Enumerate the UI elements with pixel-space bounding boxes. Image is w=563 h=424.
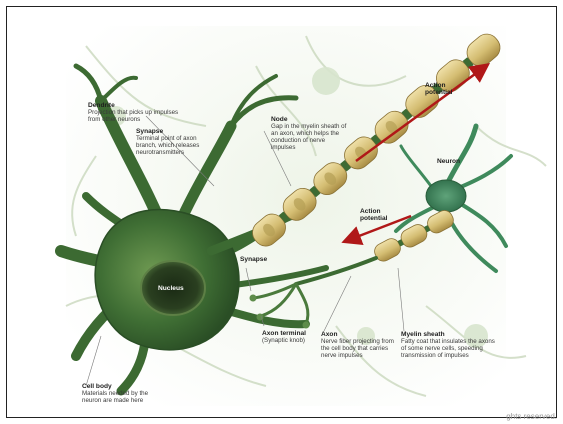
label-neuron: Neuron bbox=[437, 158, 460, 165]
label-synapse-top-title: Synapse bbox=[136, 128, 210, 135]
label-cell-body: Cell body Materials needed by the neuron… bbox=[82, 383, 152, 404]
label-action-potential-top-title: Action potential bbox=[425, 82, 465, 96]
copyright-text: ghts reserved. bbox=[506, 412, 557, 421]
label-dendrite-title: Dendrite bbox=[88, 102, 180, 109]
label-axon-terminal-desc: (Synaptic knob) bbox=[262, 337, 305, 344]
label-node-desc: Gap in the myelin sheath of an axon, whi… bbox=[271, 123, 346, 151]
label-myelin-sheath-desc: Fatty coat that insulates the axons of s… bbox=[401, 338, 495, 359]
label-myelin-sheath-title: Myelin sheath bbox=[401, 331, 497, 338]
label-nucleus: Nucleus bbox=[158, 285, 184, 292]
label-action-potential-mid: Action potential bbox=[360, 208, 400, 222]
label-cell-body-title: Cell body bbox=[82, 383, 152, 390]
label-neuron-title: Neuron bbox=[437, 158, 460, 165]
label-synapse-top: Synapse Terminal point of axon branch, w… bbox=[136, 128, 210, 156]
second-neuron-body bbox=[426, 180, 466, 212]
label-axon-title: Axon bbox=[321, 331, 397, 338]
label-node-title: Node bbox=[271, 116, 349, 123]
label-myelin-sheath: Myelin sheath Fatty coat that insulates … bbox=[401, 331, 497, 359]
label-action-potential-mid-title: Action potential bbox=[360, 208, 400, 222]
label-dendrite-desc: Projection that picks up impulses from o… bbox=[88, 109, 178, 123]
label-synapse-mid: Synapse bbox=[240, 256, 267, 263]
label-nucleus-title: Nucleus bbox=[158, 285, 184, 292]
label-axon-terminal-title: Axon terminal bbox=[262, 330, 306, 337]
label-axon-desc: Nerve fiber projecting from the cell bod… bbox=[321, 338, 394, 359]
label-node: Node Gap in the myelin sheath of an axon… bbox=[271, 116, 349, 151]
label-action-potential-top: Action potential bbox=[425, 82, 465, 96]
label-axon: Axon Nerve fiber projecting from the cel… bbox=[321, 331, 397, 359]
label-dendrite: Dendrite Projection that picks up impuls… bbox=[88, 102, 180, 123]
label-cell-body-desc: Materials needed by the neuron are made … bbox=[82, 390, 148, 404]
label-synapse-mid-title: Synapse bbox=[240, 256, 267, 263]
label-axon-terminal: Axon terminal (Synaptic knob) bbox=[262, 330, 306, 344]
label-synapse-top-desc: Terminal point of axon branch, which rel… bbox=[136, 135, 199, 156]
